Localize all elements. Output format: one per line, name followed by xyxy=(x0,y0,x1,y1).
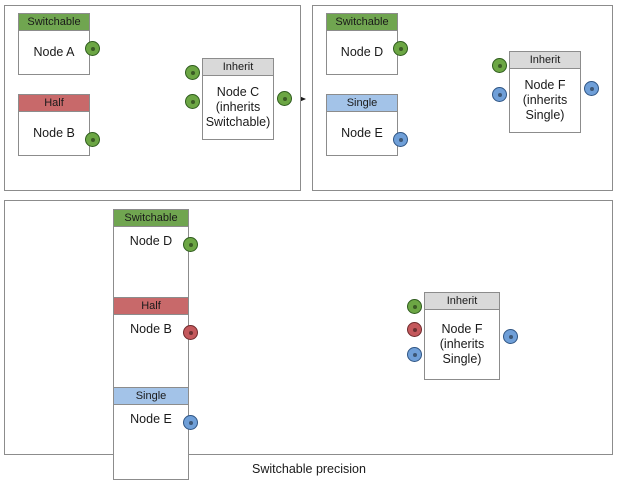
port-node-f-output[interactable] xyxy=(584,81,599,96)
node-d2-label: Node D xyxy=(129,234,173,248)
node-node-c[interactable]: Inherit Node C (inherits Switchable) xyxy=(202,58,274,140)
node-e-label: Node E xyxy=(341,126,383,140)
node-e2-header: Single xyxy=(114,388,188,405)
node-b2-header: Half xyxy=(114,298,188,315)
port-node-f2-input-1[interactable] xyxy=(407,299,422,314)
port-node-b2-output[interactable] xyxy=(183,325,198,340)
port-node-f-input-2[interactable] xyxy=(492,87,507,102)
node-d-label: Node D xyxy=(340,45,384,59)
node-node-e2[interactable]: Single Node E xyxy=(113,387,189,480)
node-node-f[interactable]: Inherit Node F (inherits Single) xyxy=(509,51,581,133)
port-node-f2-input-3[interactable] xyxy=(407,347,422,362)
port-node-c-input-2[interactable] xyxy=(185,94,200,109)
port-node-a-output[interactable] xyxy=(85,41,100,56)
port-node-f2-output[interactable] xyxy=(503,329,518,344)
node-c-label: Node C (inherits Switchable) xyxy=(205,85,271,129)
node-f-label: Node F (inherits Single) xyxy=(522,78,568,122)
node-node-d2[interactable]: Switchable Node D xyxy=(113,209,189,302)
node-f2-header: Inherit xyxy=(425,293,499,310)
node-node-a[interactable]: Switchable Node A xyxy=(18,13,90,75)
port-node-e-output[interactable] xyxy=(393,132,408,147)
node-a-header: Switchable xyxy=(19,14,89,31)
node-b-label: Node B xyxy=(33,126,75,140)
diagram-caption: Switchable precision xyxy=(252,462,366,476)
node-f-header: Inherit xyxy=(510,52,580,69)
port-node-b-output[interactable] xyxy=(85,132,100,147)
node-node-f2[interactable]: Inherit Node F (inherits Single) xyxy=(424,292,500,380)
node-d-header: Switchable xyxy=(327,14,397,31)
node-b-header: Half xyxy=(19,95,89,112)
node-e-header: Single xyxy=(327,95,397,112)
port-node-c-input-1[interactable] xyxy=(185,65,200,80)
node-c-header: Inherit xyxy=(203,59,273,76)
node-node-b2[interactable]: Half Node B xyxy=(113,297,189,390)
port-node-e2-output[interactable] xyxy=(183,415,198,430)
node-node-e[interactable]: Single Node E xyxy=(326,94,398,156)
port-node-c-output[interactable] xyxy=(277,91,292,106)
port-node-d-output[interactable] xyxy=(393,41,408,56)
port-node-d2-output[interactable] xyxy=(183,237,198,252)
node-d2-header: Switchable xyxy=(114,210,188,227)
node-f2-label: Node F (inherits Single) xyxy=(439,322,485,366)
node-node-d[interactable]: Switchable Node D xyxy=(326,13,398,75)
node-a-label: Node A xyxy=(33,45,75,59)
node-e2-label: Node E xyxy=(130,412,172,426)
port-node-f-input-1[interactable] xyxy=(492,58,507,73)
port-node-f2-input-2[interactable] xyxy=(407,322,422,337)
node-b2-label: Node B xyxy=(130,322,172,336)
node-node-b[interactable]: Half Node B xyxy=(18,94,90,156)
panel-switchable-precision xyxy=(4,200,613,455)
